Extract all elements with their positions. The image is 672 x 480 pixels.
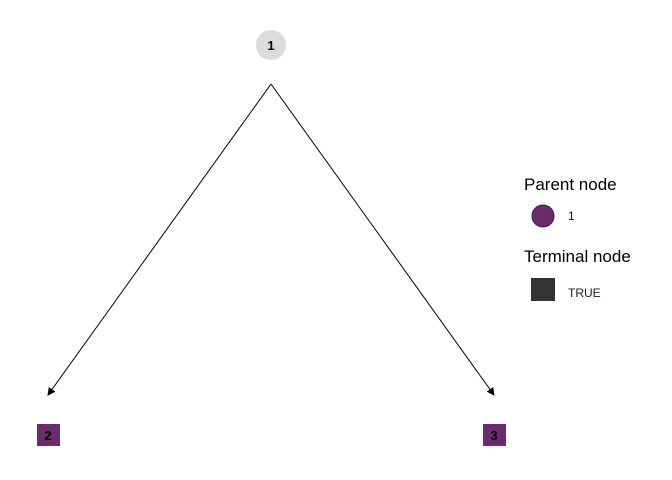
root-node-label: 1	[267, 38, 274, 53]
terminal-node-3-label: 3	[490, 428, 497, 443]
edges	[47, 83, 495, 396]
legend-terminal-swatch	[531, 278, 555, 301]
legend-parent-swatch	[531, 204, 555, 228]
legend-parent-title: Parent node	[524, 175, 617, 194]
edge-1-to-3	[270, 83, 495, 396]
terminal-node-2-box	[37, 424, 60, 446]
legend-parent-label: 1	[568, 209, 575, 223]
terminal-node-3-box	[483, 424, 506, 446]
legend-terminal-title: Terminal node	[524, 247, 631, 266]
root-node: 1	[256, 30, 286, 60]
terminal-node-2: 2	[37, 424, 60, 446]
root-node-circle	[256, 30, 286, 60]
edge-1-to-2	[47, 83, 272, 396]
terminal-node-3: 3	[483, 424, 506, 446]
legend-terminal-label: TRUE	[568, 286, 601, 300]
legend: Parent node 1 Terminal node TRUE	[524, 175, 631, 301]
terminal-node-2-label: 2	[44, 428, 51, 443]
